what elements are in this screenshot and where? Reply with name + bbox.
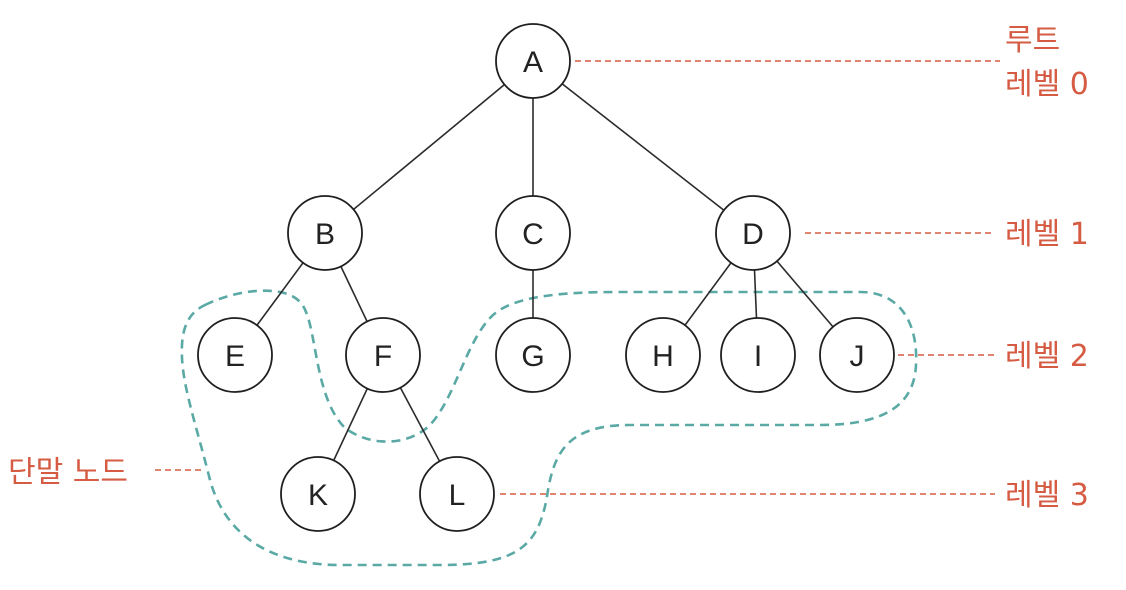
node-circle-f — [345, 317, 421, 393]
node-label-d: D — [742, 218, 764, 251]
node-label-j: J — [850, 340, 865, 373]
node-circle-g — [495, 317, 571, 393]
tree-node-a: A — [495, 23, 571, 99]
node-circle-j — [819, 317, 895, 393]
level-2-label: 레벨 2 — [1005, 339, 1089, 374]
leaf-node-label: 단말 노드 — [8, 455, 128, 490]
node-label-c: C — [522, 218, 544, 251]
node-circle-e — [197, 317, 273, 393]
level-1-label: 레벨 1 — [1005, 217, 1089, 252]
edges-layer — [234, 60, 858, 495]
edge-a-b — [324, 60, 534, 234]
tree-node-j: J — [819, 317, 895, 393]
tree-node-f: F — [345, 317, 421, 393]
node-circle-a — [495, 23, 571, 99]
node-label-b: B — [315, 218, 335, 251]
tree-node-g: G — [495, 317, 571, 393]
node-label-h: H — [652, 340, 674, 373]
nodes-layer: A B C D E F G H I J K L — [197, 23, 895, 532]
node-circle-c — [495, 195, 571, 271]
node-circle-d — [715, 195, 791, 271]
leaf-node-boundary — [180, 289, 918, 567]
node-circle-l — [419, 456, 495, 532]
node-label-a: A — [523, 46, 543, 79]
tree-node-b: B — [287, 195, 363, 271]
node-circle-b — [287, 195, 363, 271]
tree-node-l: L — [419, 456, 495, 532]
node-label-k: K — [308, 479, 328, 512]
tree-node-c: C — [495, 195, 571, 271]
node-label-i: I — [754, 340, 762, 373]
tree-node-e: E — [197, 317, 273, 393]
level-0-label: 레벨 0 — [1005, 67, 1089, 102]
root-label: 루트 — [1005, 23, 1060, 58]
edge-a-d — [532, 60, 754, 234]
tree-node-i: I — [720, 317, 796, 393]
level-3-label: 레벨 3 — [1005, 478, 1089, 513]
tree-node-d: D — [715, 195, 791, 271]
node-label-f: F — [374, 340, 392, 373]
node-circle-k — [280, 456, 356, 532]
tree-node-k: K — [280, 456, 356, 532]
node-circle-h — [625, 317, 701, 393]
node-label-g: G — [521, 340, 544, 373]
node-circle-i — [720, 317, 796, 393]
node-label-e: E — [225, 340, 245, 373]
tree-node-h: H — [625, 317, 701, 393]
node-label-l: L — [449, 479, 466, 512]
